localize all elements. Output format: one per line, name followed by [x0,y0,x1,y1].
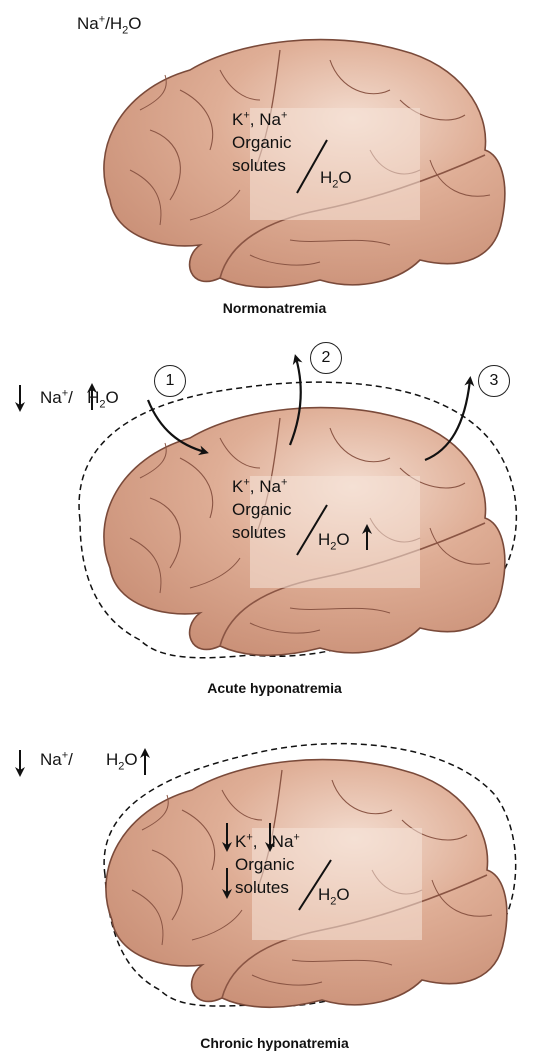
intracellular-water: H2O [320,168,352,191]
intracellular-solutes: K+, Na+ Organic solutes [232,108,292,177]
ion-list: K+, Na+ [235,831,300,851]
panel-acute-hyponatremia: Na+/ H2O 1 2 3 K+, Na+ Organic solutes H… [0,330,549,705]
solutes-label: solutes [232,523,286,542]
intracellular-solutes: K+, Na+ Organic solutes [235,830,300,899]
curved-arrow-icon [146,399,209,456]
step-badge-3: 3 [478,365,510,397]
organic-label: Organic [232,500,292,519]
intracellular-water: H2O [318,530,350,553]
panel-normonatremia: Na+/H2O K+, Na+ Organic solutes H2O Norm… [0,0,549,330]
intracellular-water: H2O [318,885,350,908]
curved-arrow-icon [288,354,303,446]
brain-illustration [15,742,517,1009]
outside-ion-label: Na+/H2O [77,13,142,37]
panel-caption: Normonatremia [222,300,327,316]
organic-label: Organic [232,133,292,152]
solutes-label: solutes [232,156,286,175]
solutes-label: solutes [235,878,289,897]
outside-ion-label: Na+/ H2O [40,749,138,773]
intracellular-solutes: K+, Na+ Organic solutes [232,475,292,544]
curved-arrow-icon [424,376,475,462]
organic-label: Organic [235,855,295,874]
divider-line [296,504,328,556]
brain-illustration [103,38,506,289]
step-badge-1: 1 [154,365,186,397]
ion-list: K+, Na+ [232,476,288,496]
divider-line [298,859,332,911]
panel-chronic-hyponatremia: Na+/ H2O K+, Na+ Organic solutes H2O Chr… [0,705,549,1059]
brain-illustration [15,354,517,659]
step-badge-2: 2 [310,342,342,374]
ion-list: K+, Na+ [232,109,288,129]
outside-ion-label: Na+/ H2O [40,387,119,411]
panel-caption: Chronic hyponatremia [200,1035,349,1051]
panel-caption: Acute hyponatremia [207,680,342,696]
divider-line [296,139,328,194]
